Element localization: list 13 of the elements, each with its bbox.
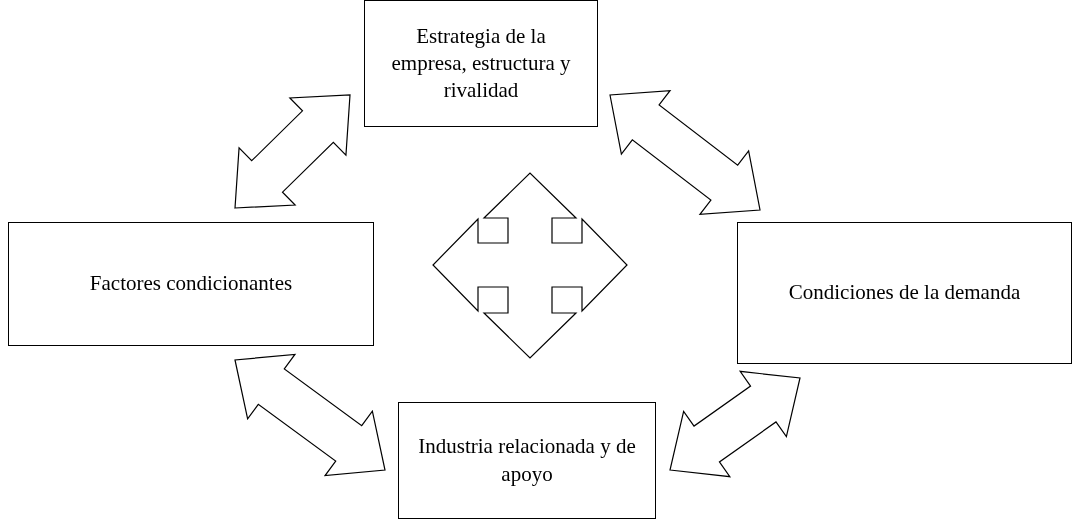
double-block-arrow (609, 89, 761, 216)
text-box (8, 222, 374, 346)
box-label: Estrategia de la empresa, estructura y rivalidad (390, 22, 572, 105)
double-block-arrow (234, 94, 351, 209)
text-box (364, 0, 598, 127)
text-box (398, 402, 656, 519)
text-box (737, 222, 1072, 364)
box-label: Condiciones de la demanda (788, 279, 1021, 307)
box-label: Factores condicionantes (89, 270, 293, 298)
four-way-block-arrow (432, 172, 628, 359)
double-block-arrow (234, 353, 386, 477)
double-block-arrow (669, 370, 801, 478)
box-label: Industria relacionada y de apoyo (417, 433, 637, 488)
